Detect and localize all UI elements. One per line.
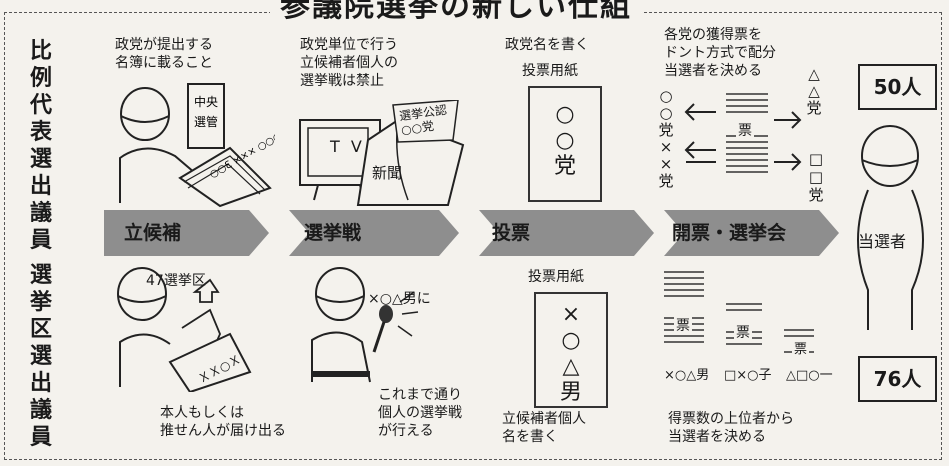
party-right-char: □ xyxy=(808,168,824,186)
step-arrow-campaign xyxy=(289,210,459,256)
party-right-top: △ △ 党 xyxy=(804,66,824,117)
top-campaign-note: 政党単位で行う 立候補者個人の 選挙戦は禁止 xyxy=(300,37,398,89)
bottom-count-note: 得票数の上位者から 当選者を決める xyxy=(668,411,794,445)
step-label-count: 開票・選挙会 xyxy=(672,222,787,244)
seats-proportional: 50人 xyxy=(858,64,937,110)
party-right-char: 党 xyxy=(806,99,822,117)
bottom-ballot-char: △ xyxy=(562,354,580,379)
top-vote-note: 政党名を書く xyxy=(505,37,589,53)
tv-label: T V xyxy=(330,137,365,156)
row-label-char: 比 xyxy=(29,39,52,64)
ticket-label: 票 xyxy=(736,120,754,140)
candidate-name-3: △□○一 xyxy=(786,368,833,383)
party-left-char: × xyxy=(659,155,673,173)
page-title: 参議院選挙の新しい仕組 xyxy=(270,0,642,24)
step-arrow-count xyxy=(664,210,839,256)
step-arrow-candidacy xyxy=(104,210,269,256)
step-arrow-vote xyxy=(479,210,654,256)
ticket-label: 票 xyxy=(674,315,692,335)
party-right-char: △ xyxy=(808,65,820,83)
top-ballot-char: ○ xyxy=(555,102,575,127)
row-label-proportional: 比例代表選出議員 xyxy=(26,38,56,254)
row-label-district: 選挙区選出議員 xyxy=(26,262,56,451)
party-left-list: ○ ○ 党 × × 党 xyxy=(656,88,676,190)
row-label-char: 例 xyxy=(29,66,52,91)
top-ballot-char: 党 xyxy=(553,154,576,179)
bottom-ballot-char: × xyxy=(561,302,581,327)
row-label-char: 員 xyxy=(29,425,52,450)
tv-newspaper-illustration xyxy=(299,100,465,206)
row-label-char: 代 xyxy=(29,93,52,118)
step-label-candidacy: 立候補 xyxy=(124,222,182,244)
district-count-label: 47選挙区 xyxy=(146,273,206,289)
top-ballot-char: ○ xyxy=(555,128,575,153)
row-label-char: 選 xyxy=(29,147,52,172)
district-candidacy-illustration xyxy=(117,267,252,392)
row-label-char: 表 xyxy=(29,120,52,145)
speech-text: ×○△男に xyxy=(368,291,431,307)
bottom-vote-note: 立候補者個人 名を書く xyxy=(502,411,586,445)
bottom-candidacy-note: 本人もしくは 推せん人が届け出る xyxy=(160,405,286,439)
winner-label: 当選者 xyxy=(858,232,907,251)
winner-figure xyxy=(857,125,924,330)
top-ballot-title: 投票用紙 xyxy=(522,63,578,79)
row-label-char: 区 xyxy=(29,317,52,342)
list-doc-text-2: 選管 xyxy=(194,114,218,129)
candidate-name-1: ×○△男 xyxy=(664,368,710,383)
dhondt-allocation-graphic xyxy=(684,93,802,173)
party-right-char: △ xyxy=(808,82,820,100)
row-label-char: 選 xyxy=(29,344,52,369)
speech-illustration xyxy=(311,267,419,383)
row-label-char: 挙 xyxy=(29,290,52,315)
candidate-name-2: □×○子 xyxy=(724,368,772,383)
party-left-char: ○ xyxy=(659,87,673,105)
step-label-vote: 投票 xyxy=(492,222,531,244)
party-left-char: ○ xyxy=(659,104,673,122)
row-label-char: 議 xyxy=(29,398,52,423)
party-left-char: × xyxy=(659,138,673,156)
step-label-campaign: 選挙戦 xyxy=(304,222,362,244)
party-right-char: 党 xyxy=(808,186,824,204)
row-label-char: 選 xyxy=(29,263,52,288)
ticket-label: 票 xyxy=(792,338,810,357)
ticket-label: 票 xyxy=(734,322,752,342)
party-right-bottom: □ □ 党 xyxy=(806,150,826,204)
bottom-ballot-paper: × ○ △ 男 xyxy=(534,292,608,408)
row-label-char: 議 xyxy=(29,201,52,226)
candidate-list-illustration: 中央 選管 ○○ℇ ××× ○○○ ΔΔΔ xyxy=(119,83,275,208)
top-ballot-paper: ○ ○ 党 xyxy=(528,86,602,202)
list-doc-text-1: 中央 xyxy=(194,94,218,109)
bottom-ballot-title: 投票用紙 xyxy=(528,269,584,285)
party-right-char: □ xyxy=(808,150,824,168)
row-label-char: 員 xyxy=(29,228,52,253)
party-left-char: 党 xyxy=(658,172,674,190)
party-left-char: 党 xyxy=(658,121,674,139)
process-band xyxy=(104,210,839,256)
seats-district: 76人 xyxy=(858,356,937,402)
top-candidacy-note: 政党が提出する 名簿に載ること xyxy=(115,37,213,71)
newspaper-label: 新聞 xyxy=(372,164,403,182)
row-label-char: 出 xyxy=(29,174,52,199)
row-label-char: 出 xyxy=(29,371,52,396)
bottom-ballot-char: ○ xyxy=(561,328,581,353)
bottom-campaign-note: これまで通り 個人の選挙戦 が行える xyxy=(378,387,462,439)
bottom-ballot-char: 男 xyxy=(559,380,582,405)
top-count-note: 各党の獲得票を ドント方式で配分 当選者を決める xyxy=(664,27,776,79)
